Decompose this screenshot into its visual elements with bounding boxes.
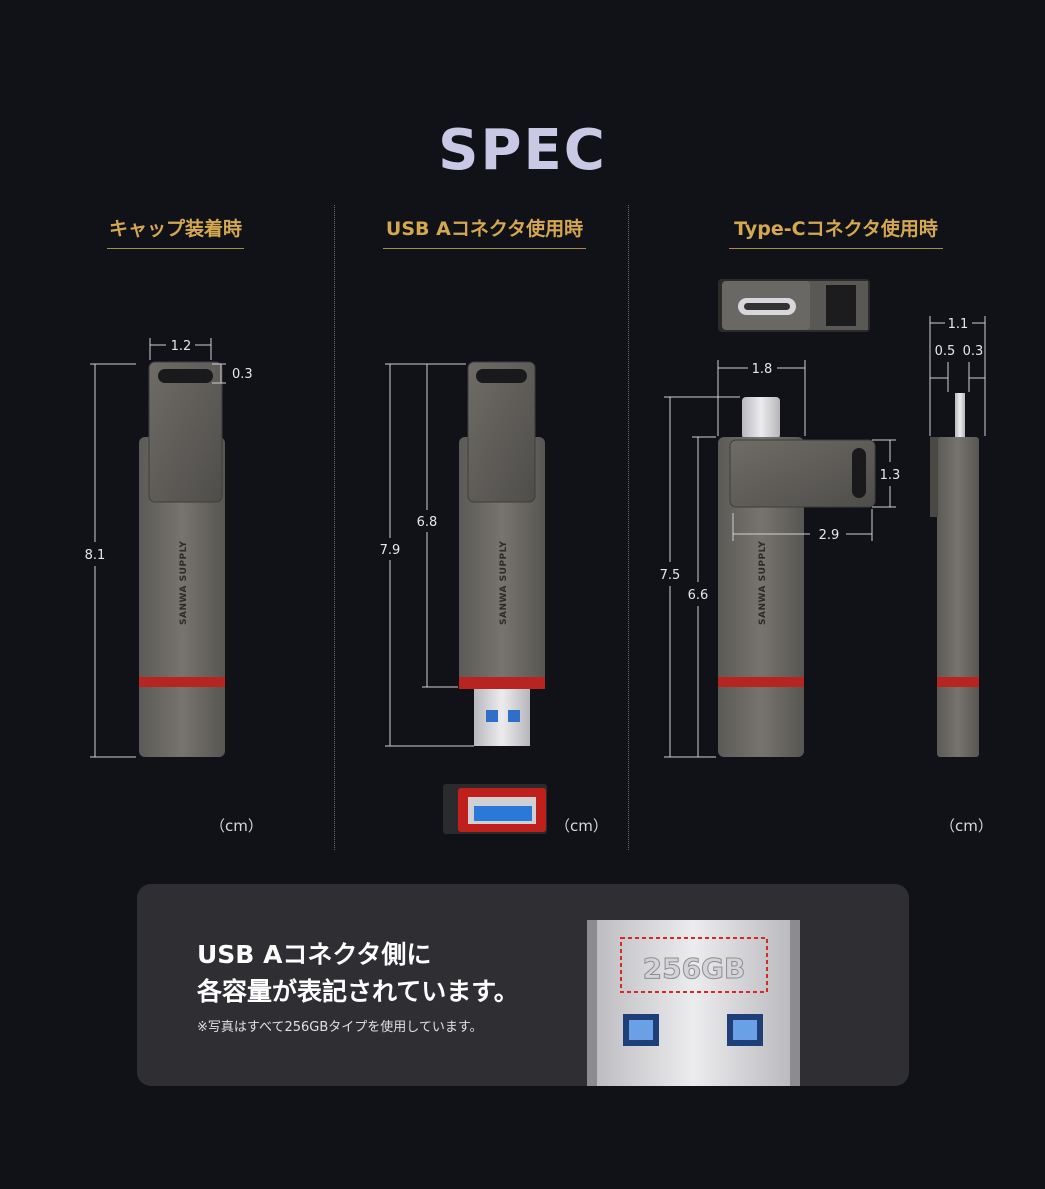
dimension-type-c-width: 1.8	[752, 362, 773, 377]
info-note: ※写真はすべて256GBタイプを使用しています。	[197, 1020, 483, 1035]
heading-type-c: Type-Cコネクタ使用時	[729, 214, 943, 249]
dimension-type-c-swivel: 1.3	[880, 468, 901, 483]
info-heading-line-1: USB Aコネクタ側に	[197, 940, 432, 969]
capacity-engraving: 256GB	[643, 952, 746, 985]
heading-cap-attached: キャップ装着時	[107, 214, 244, 249]
drive-side-view	[930, 393, 979, 757]
heading-usb-a: USB Aコネクタ使用時	[383, 214, 586, 249]
dimension-type-c-body: 6.6	[688, 588, 709, 603]
dimension-cap-thickness: 0.3	[232, 367, 253, 382]
dimension-side-a: 0.5	[935, 344, 956, 359]
drive-cap-attached: SANWA SUPPLY	[139, 361, 225, 757]
dimension-type-c-reach: 2.9	[819, 528, 840, 543]
info-heading: USB Aコネクタ側に 各容量が表記されています。	[197, 936, 519, 1010]
brand-label: SANWA SUPPLY	[758, 541, 768, 625]
brand-label: SANWA SUPPLY	[499, 541, 509, 625]
unit-label: （cm）	[210, 817, 263, 835]
dimension-side-b: 0.3	[963, 344, 984, 359]
dimension-type-c-total: 7.5	[660, 568, 681, 583]
dimension-lines-usb-a	[385, 363, 474, 747]
usb-a-connector-end	[443, 784, 547, 834]
type-c-connector-end	[718, 279, 870, 332]
dimension-cap-width: 1.2	[171, 339, 192, 354]
usb-a-capacity-photo: 256GB	[587, 920, 800, 1086]
info-heading-line-2: 各容量が表記されています。	[197, 977, 519, 1006]
dimension-lines-cap	[90, 338, 226, 758]
capacity-info-panel: USB Aコネクタ側に 各容量が表記されています。 ※写真はすべて256GBタイ…	[137, 884, 909, 1086]
drive-type-c: SANWA SUPPLY	[718, 397, 876, 757]
drive-usb-a: SANWA SUPPLY	[459, 361, 545, 746]
dimension-usb-a-total: 7.9	[380, 543, 401, 558]
dimension-cap-length: 8.1	[85, 548, 106, 563]
dimension-lines-type-c	[664, 316, 986, 758]
unit-label: （cm）	[555, 817, 608, 835]
column-divider	[628, 205, 629, 850]
column-divider	[334, 205, 335, 850]
dimension-side-total: 1.1	[948, 317, 969, 332]
spec-diagram: SANWA SUPPLY 1.2 0.3 8.1 SANWA SUPPLY 6.…	[85, 279, 986, 834]
dimension-usb-a-body: 6.8	[417, 515, 438, 530]
unit-label: （cm）	[940, 817, 993, 835]
page-title: SPEC	[438, 118, 607, 183]
brand-label: SANWA SUPPLY	[179, 541, 189, 625]
